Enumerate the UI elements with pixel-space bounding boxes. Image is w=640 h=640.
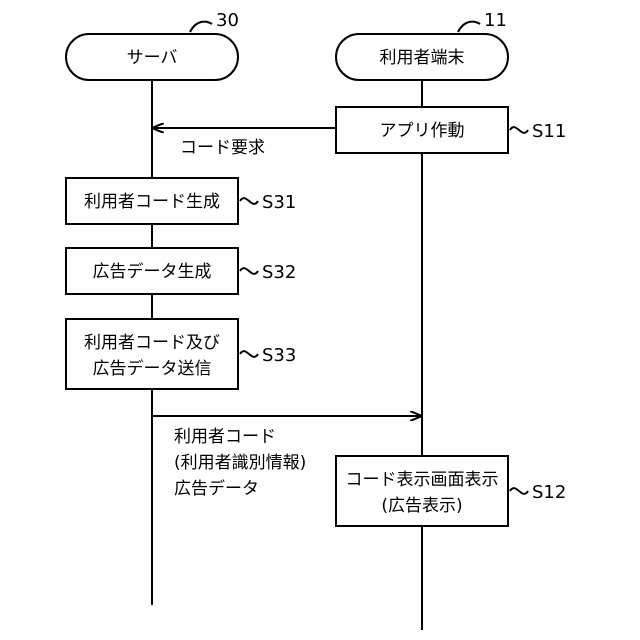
response-label-line3: 広告データ [174, 478, 259, 499]
server-actor-label: サーバ [127, 48, 178, 68]
step-s31-label: 利用者コード生成 [84, 192, 220, 212]
response-label-line2: (利用者識別情報) [174, 453, 306, 473]
step-s12-leader [510, 488, 528, 494]
step-s11: アプリ作動 S11 [336, 107, 566, 153]
terminal-actor-label: 利用者端末 [380, 48, 465, 68]
step-s32: 広告データ生成 S32 [66, 248, 296, 294]
step-s11-leader [510, 127, 528, 133]
step-s11-ref: S11 [532, 121, 566, 142]
server-ref: 30 [216, 10, 239, 31]
code-request-label: コード要求 [180, 138, 265, 158]
step-s32-label: 広告データ生成 [93, 261, 212, 282]
step-s12: コード表示画面表示 (広告表示) S12 [336, 456, 566, 526]
step-s33-label-line1: 利用者コード及び [84, 333, 220, 353]
step-s12-label-line1: コード表示画面表示 [346, 470, 499, 490]
response-label-line1: 利用者コード [174, 427, 276, 447]
terminal-ref: 11 [484, 10, 507, 31]
step-s12-label-line2: (広告表示) [381, 496, 462, 516]
step-s33-ref: S33 [262, 345, 296, 366]
server-ref-leader [190, 22, 212, 32]
step-s32-ref: S32 [262, 262, 296, 283]
step-s11-label: アプリ作動 [380, 121, 465, 141]
terminal-actor: 利用者端末 11 [336, 10, 508, 80]
step-s12-ref: S12 [532, 482, 566, 503]
step-s32-leader [240, 268, 258, 274]
step-s33-leader [240, 351, 258, 357]
step-s33: 利用者コード及び 広告データ送信 S33 [66, 319, 296, 389]
step-s33-label-line2: 広告データ送信 [93, 358, 212, 379]
step-s31-leader [240, 198, 258, 204]
terminal-ref-leader [458, 22, 480, 32]
step-s31-ref: S31 [262, 192, 296, 213]
server-actor: サーバ 30 [66, 10, 239, 80]
step-s31: 利用者コード生成 S31 [66, 178, 296, 224]
